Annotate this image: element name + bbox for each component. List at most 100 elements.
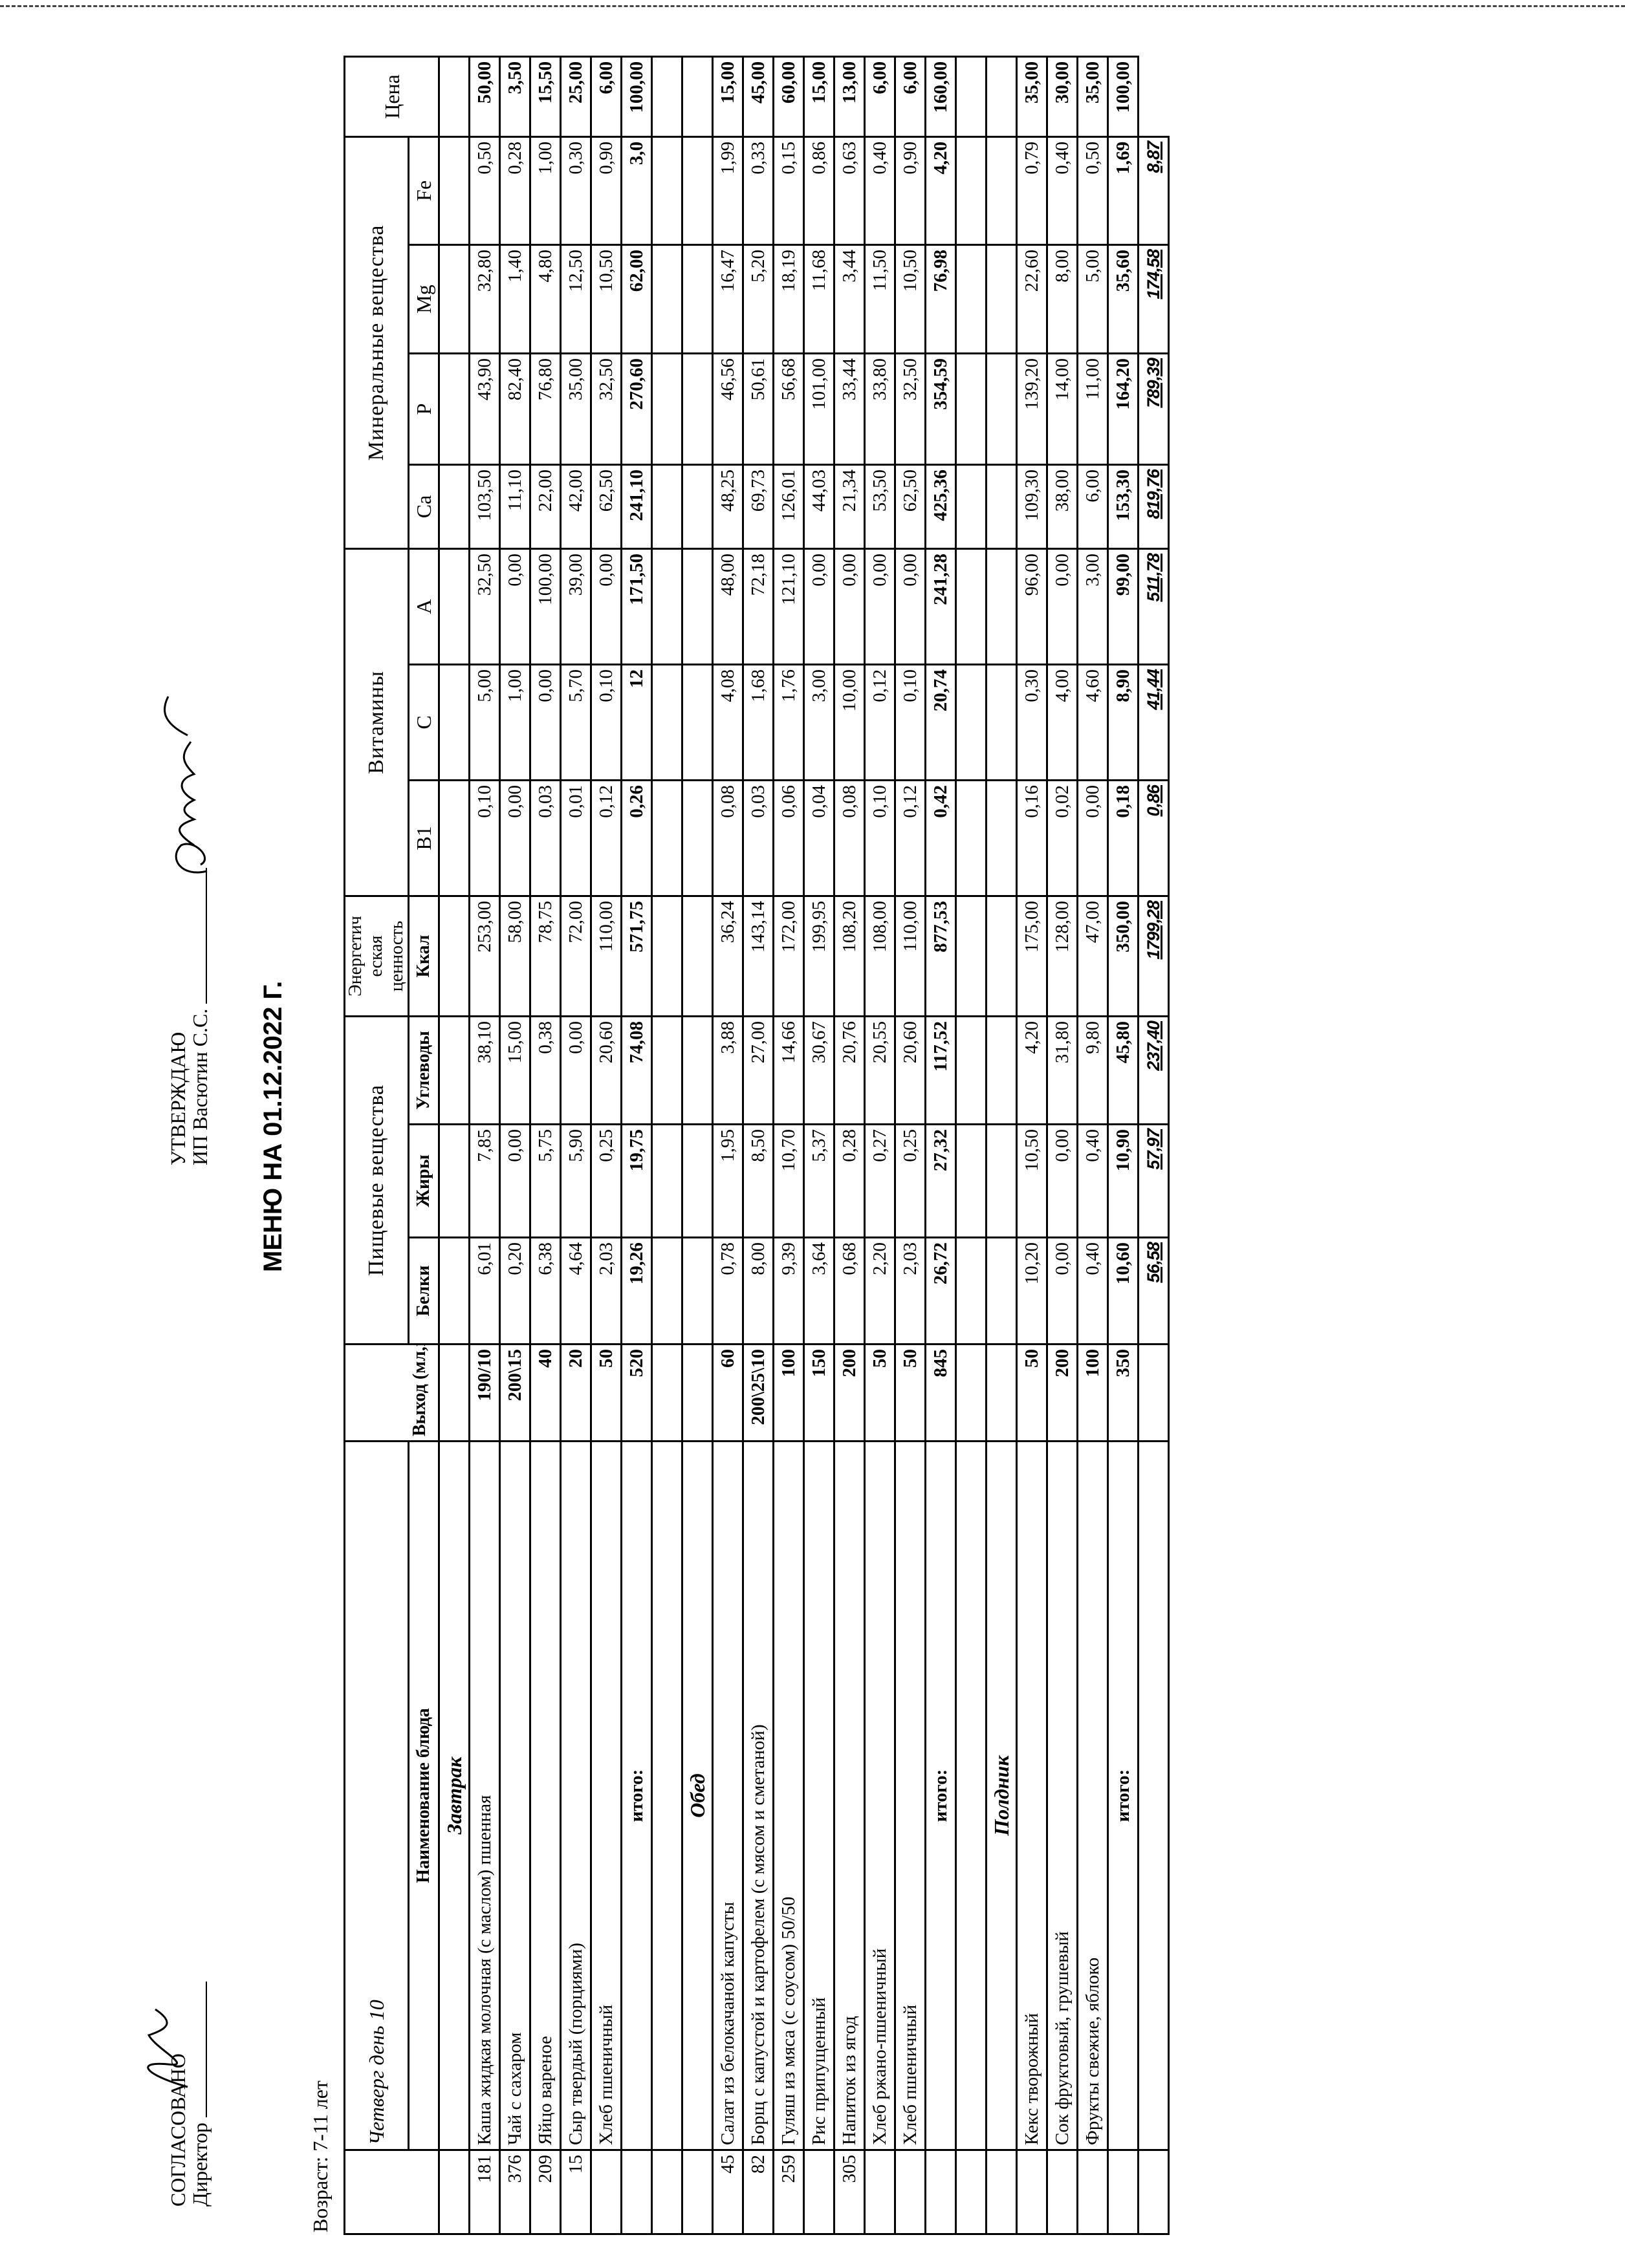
empty-cell xyxy=(986,780,1017,896)
value-cell: 10,20 xyxy=(1016,1237,1047,1345)
total-value: 845 xyxy=(925,1344,956,1442)
recipe-code xyxy=(803,2150,834,2234)
value-cell: 5,37 xyxy=(803,1124,834,1238)
value-cell: 15,50 xyxy=(530,56,561,137)
value-cell: 62,50 xyxy=(895,464,926,549)
day-label: Четверг день 10 xyxy=(344,1441,409,2150)
value-cell: 1,76 xyxy=(773,664,804,781)
value-cell: 0,10 xyxy=(895,664,926,781)
value-cell: 32,50 xyxy=(591,353,622,465)
menu-table: Четверг день 10 Выход (мл,гр) Пищевые ве… xyxy=(344,56,1170,2235)
page-title: МЕНЮ НА 01.12.2022 Г. xyxy=(259,980,287,1272)
day-total-value: 56,58 xyxy=(1138,1237,1169,1345)
empty-cell xyxy=(439,464,470,549)
dish-name: Салат из белокачаной капусты xyxy=(712,1441,743,2150)
spacer-row xyxy=(651,56,682,2234)
total-value: 571,75 xyxy=(621,896,652,1017)
recipe-code xyxy=(1047,2150,1078,2234)
value-cell: 27,00 xyxy=(743,1016,774,1125)
dish-name: Хлеб пшеничный xyxy=(591,1441,622,2150)
recipe-code: 305 xyxy=(834,2150,865,2234)
value-cell: 4,08 xyxy=(712,664,743,781)
value-cell: 0,40 xyxy=(1077,1124,1108,1238)
section-header-row: Обед xyxy=(682,56,713,2234)
value-cell: 1,99 xyxy=(712,136,743,245)
spacer-row xyxy=(955,56,987,2234)
total-value: 20,74 xyxy=(925,664,956,781)
value-cell: 108,20 xyxy=(834,896,865,1017)
value-cell: 36,24 xyxy=(712,896,743,1017)
approval-left-role: Директор xyxy=(188,2122,212,2207)
empty-cell xyxy=(651,2150,682,2234)
value-cell: 56,68 xyxy=(773,353,804,465)
empty-cell xyxy=(439,1237,470,1345)
value-cell: 0,30 xyxy=(560,136,591,245)
value-cell: 50 xyxy=(895,1344,926,1442)
empty-cell xyxy=(682,664,713,781)
value-cell: 6,00 xyxy=(1077,464,1108,549)
value-cell: 10,50 xyxy=(895,244,926,354)
total-value: 354,59 xyxy=(925,353,956,465)
value-cell: 0,10 xyxy=(591,664,622,781)
value-cell: 15,00 xyxy=(499,1016,530,1125)
value-cell: 20,60 xyxy=(895,1016,926,1125)
value-cell: 44,03 xyxy=(803,464,834,549)
day-total-value: 8,87 xyxy=(1138,136,1169,245)
value-cell: 5,00 xyxy=(1077,244,1108,354)
recipe-code: 181 xyxy=(469,2150,500,2234)
total-value: 350 xyxy=(1107,1344,1139,1442)
empty-cell xyxy=(955,1124,987,1238)
total-value: 27,32 xyxy=(925,1124,956,1238)
dish-name: Сыр твердый (порциями) xyxy=(560,1441,591,2150)
header-yield: Выход (мл,гр) xyxy=(344,1344,439,1442)
value-cell: 5,75 xyxy=(530,1124,561,1238)
empty-cell xyxy=(651,1124,682,1238)
day-total-value: 511,78 xyxy=(1138,548,1169,665)
value-cell: 32,50 xyxy=(895,353,926,465)
empty-cell xyxy=(651,1441,682,2150)
value-cell: 72,18 xyxy=(743,548,774,665)
empty-cell xyxy=(651,56,682,137)
total-value: 26,72 xyxy=(925,1237,956,1345)
empty-cell xyxy=(439,1016,470,1125)
value-cell: 8,00 xyxy=(1047,244,1078,354)
empty-cell xyxy=(682,244,713,354)
value-cell: 43,90 xyxy=(469,353,500,465)
value-cell: 60,00 xyxy=(773,56,804,137)
value-cell: 69,73 xyxy=(743,464,774,549)
empty-cell xyxy=(955,1016,987,1125)
value-cell: 12,50 xyxy=(560,244,591,354)
value-cell: 150 xyxy=(803,1344,834,1442)
value-cell: 3,88 xyxy=(712,1016,743,1125)
day-total-value: 41,44 xyxy=(1138,664,1169,781)
value-cell: 15,00 xyxy=(712,56,743,137)
value-cell: 10,50 xyxy=(1016,1124,1047,1238)
section-title: Полдник xyxy=(986,1441,1017,2150)
total-value: 520 xyxy=(621,1344,652,1442)
value-cell: 0,40 xyxy=(1047,136,1078,245)
day-total-value: 237,40 xyxy=(1138,1016,1169,1125)
value-cell: 4,20 xyxy=(1016,1016,1047,1125)
value-cell: 4,00 xyxy=(1047,664,1078,781)
header-vitamins-group: Витамины xyxy=(344,548,409,896)
age-label: Возраст: 7-11 лет xyxy=(309,2080,332,2232)
empty-cell xyxy=(986,1237,1017,1345)
signature-line xyxy=(206,867,207,1004)
empty-cell xyxy=(439,56,470,137)
empty-cell xyxy=(651,1237,682,1345)
value-cell: 22,00 xyxy=(530,464,561,549)
value-cell: 0,38 xyxy=(530,1016,561,1125)
recipe-code xyxy=(591,2150,622,2234)
value-cell: 3,00 xyxy=(803,664,834,781)
approval-right-block: УТВЕРЖДАЮ ИП Васютин С.С. xyxy=(166,867,212,1165)
empty-cell xyxy=(651,780,682,896)
empty-cell xyxy=(651,353,682,465)
value-cell: 6,38 xyxy=(530,1237,561,1345)
empty-cell xyxy=(439,2150,470,2234)
recipe-code: 209 xyxy=(530,2150,561,2234)
value-cell: 38,00 xyxy=(1047,464,1078,549)
